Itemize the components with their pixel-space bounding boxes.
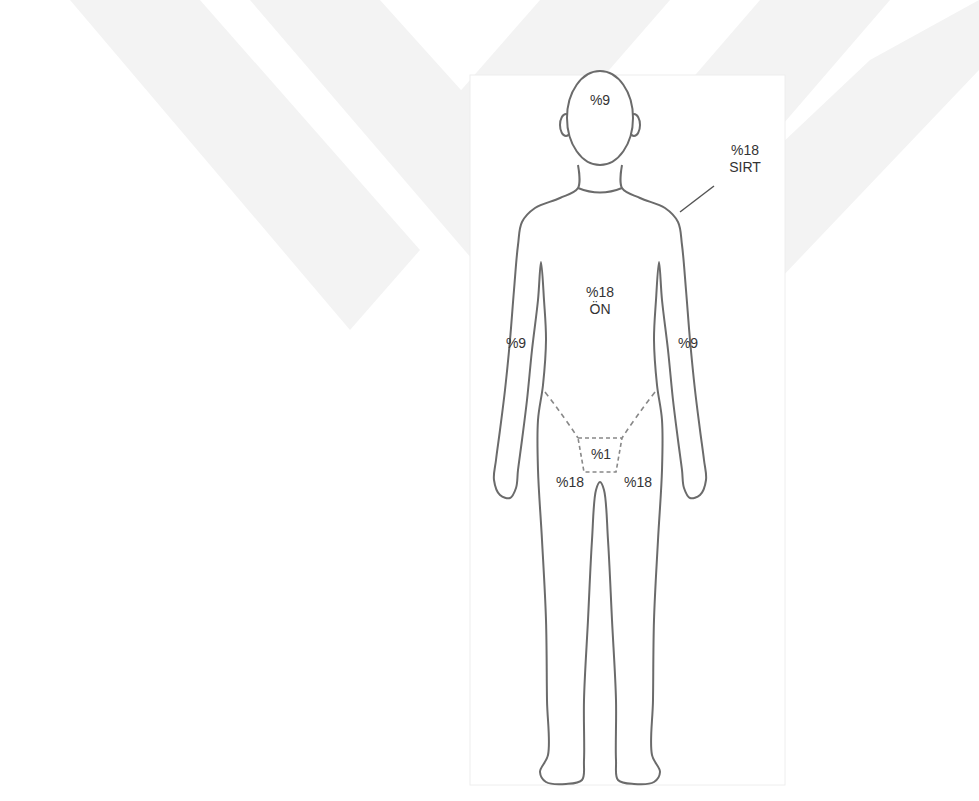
percentage-label: %9 bbox=[496, 335, 536, 352]
callout-label: %18 SIRT bbox=[722, 142, 768, 176]
groin-line bbox=[545, 392, 578, 438]
percentage-label: %18 bbox=[550, 474, 590, 491]
percentage-label: %9 bbox=[668, 335, 708, 352]
body-figure bbox=[494, 71, 706, 784]
frame bbox=[470, 75, 785, 785]
leader-line bbox=[680, 186, 714, 212]
head bbox=[567, 71, 633, 165]
body-outline bbox=[494, 165, 706, 784]
percentage-label: %9 bbox=[580, 92, 620, 109]
collar-line bbox=[578, 188, 622, 193]
groin-line bbox=[622, 392, 655, 438]
percentage-label: %18 bbox=[618, 474, 658, 491]
genital-region bbox=[578, 438, 622, 472]
percentage-label: %1 bbox=[581, 446, 621, 463]
percentage-label: %18 ÖN bbox=[578, 284, 622, 318]
